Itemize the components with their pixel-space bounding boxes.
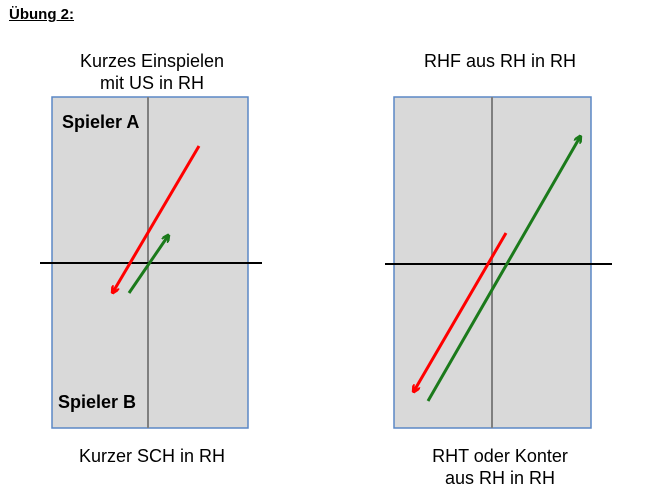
left-top-caption-line-1: Kurzes Einspielen [79,51,225,71]
right-green-arrow [426,137,580,402]
left-bottom-caption-line-1: Kurzer SCH in RH [78,446,226,466]
left-top-caption: Kurzes Einspielen mit US in RH [52,50,252,94]
right-table [385,96,612,429]
right-bottom-caption: RHT oder Konter aus RH in RH [390,445,610,489]
player-a-label: Spieler A [62,112,140,132]
right-top-caption-line-1: RHF aus RH in RH [423,51,577,71]
left-green-arrow [127,236,168,294]
player-b-label: Spieler B [58,392,137,412]
right-top-caption: RHF aus RH in RH [390,50,610,72]
left-bottom-caption: Kurzer SCH in RH [52,445,252,467]
left-table [40,96,262,429]
right-bottom-caption-line-1: RHT oder Konter [432,446,568,466]
page-title: Übung 2: [9,6,74,23]
right-red-arrow [414,232,508,391]
left-red-arrow [113,145,201,292]
left-top-caption-line-2: mit US in RH [99,73,204,93]
right-bottom-caption-line-2: aus RH in RH [444,468,556,488]
